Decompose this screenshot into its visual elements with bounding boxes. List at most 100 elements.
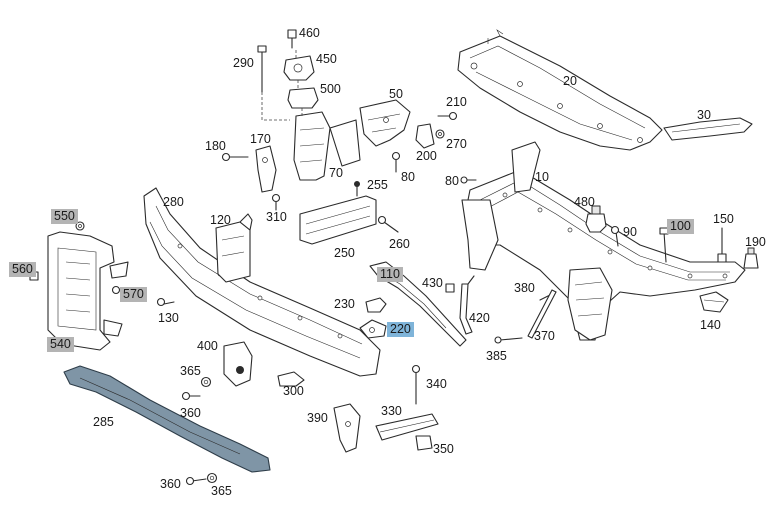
part-550-nut — [75, 221, 85, 231]
part-label-560: 560 — [9, 262, 36, 277]
part-230-mount — [365, 297, 387, 313]
part-80-bolt-b — [460, 176, 477, 184]
part-365-washer-upper — [200, 376, 212, 388]
part-label-150: 150 — [713, 212, 734, 226]
part-420-bracket — [459, 275, 475, 335]
part-label-310: 310 — [266, 210, 287, 224]
part-255-pin — [354, 181, 360, 197]
part-label-280: 280 — [163, 195, 184, 209]
part-label-350: 350 — [433, 442, 454, 456]
part-label-550: 550 — [51, 209, 78, 224]
part-450-mount — [283, 55, 315, 81]
part-label-540: 540 — [47, 337, 74, 352]
part-label-250: 250 — [334, 246, 355, 260]
part-370-strut — [527, 289, 557, 339]
part-label-140: 140 — [700, 318, 721, 332]
part-140-clip — [699, 291, 729, 313]
part-480-sensor — [585, 205, 607, 233]
part-260-bolt — [377, 215, 399, 233]
part-label-260: 260 — [389, 237, 410, 251]
part-label-450: 450 — [316, 52, 337, 66]
part-label-90: 90 — [623, 225, 637, 239]
part-10-front-carrier-frame — [461, 141, 746, 341]
part-460-bolt — [287, 29, 297, 49]
part-130-bolt — [156, 297, 175, 307]
part-500-mount — [287, 87, 319, 109]
part-70-bracket — [293, 111, 361, 181]
part-label-190: 190 — [745, 235, 766, 249]
part-430-clip — [445, 283, 455, 293]
part-label-430: 430 — [422, 276, 443, 290]
part-170-bracket — [255, 145, 277, 193]
part-30-bracket — [663, 117, 753, 141]
part-label-170: 170 — [250, 132, 271, 146]
part-label-50: 50 — [389, 87, 403, 101]
part-350-nut — [415, 435, 433, 451]
part-label-500: 500 — [320, 82, 341, 96]
part-label-385: 385 — [486, 349, 507, 363]
part-label-285: 285 — [93, 415, 114, 429]
part-330-tube — [375, 413, 439, 441]
part-120-bracket — [215, 213, 253, 283]
part-365-washer-lower — [206, 472, 218, 484]
part-385-bolt — [494, 336, 523, 344]
part-400-bracket — [223, 341, 253, 387]
part-200-clip — [415, 123, 435, 149]
part-label-180: 180 — [205, 139, 226, 153]
part-label-340: 340 — [426, 377, 447, 391]
part-label-130: 130 — [158, 311, 179, 325]
part-label-30: 30 — [697, 108, 711, 122]
part-250-reinforcement — [299, 195, 377, 245]
part-570-bolt — [111, 285, 121, 295]
part-210-bolt — [437, 111, 458, 121]
part-80-bolt-a — [391, 151, 401, 173]
part-100-bolt — [659, 227, 669, 263]
part-label-80-lower: 80 — [445, 174, 459, 188]
part-label-80-upper: 80 — [401, 170, 415, 184]
part-360-bolt-lower — [185, 476, 207, 486]
part-label-255: 255 — [367, 178, 388, 192]
part-180-bolt — [221, 152, 249, 162]
part-label-20: 20 — [563, 74, 577, 88]
part-285-lower-beam — [63, 365, 271, 473]
part-label-380: 380 — [514, 281, 535, 295]
part-190-mount — [743, 247, 759, 269]
part-label-330: 330 — [381, 404, 402, 418]
part-label-110: 110 — [377, 267, 403, 282]
part-label-70: 70 — [329, 166, 343, 180]
part-90-bolt — [610, 225, 620, 247]
part-label-210: 210 — [446, 95, 467, 109]
part-label-370: 370 — [534, 329, 555, 343]
part-label-230: 230 — [334, 297, 355, 311]
part-label-290: 290 — [233, 56, 254, 70]
part-220-bracket — [359, 319, 387, 339]
part-label-460: 460 — [299, 26, 320, 40]
part-label-570: 570 — [120, 287, 147, 302]
part-label-10: 10 — [535, 170, 549, 184]
part-label-300: 300 — [283, 384, 304, 398]
part-20-upper-cross-member — [457, 29, 663, 151]
part-label-400: 400 — [197, 339, 218, 353]
part-label-360-lower: 360 — [160, 477, 181, 491]
part-label-270: 270 — [446, 137, 467, 151]
part-360-bolt-upper — [181, 391, 201, 401]
part-label-365-upper: 365 — [180, 364, 201, 378]
part-label-200: 200 — [416, 149, 437, 163]
part-label-420: 420 — [469, 311, 490, 325]
part-280-bumper-beam — [143, 187, 381, 377]
part-label-480: 480 — [574, 195, 595, 209]
part-50-bracket — [359, 99, 411, 147]
part-390-bracket — [333, 403, 361, 453]
part-label-120: 120 — [210, 213, 231, 227]
part-label-100: 100 — [667, 219, 694, 234]
part-label-360-upper: 360 — [180, 406, 201, 420]
part-300-clip — [277, 371, 305, 387]
part-label-365-lower: 365 — [211, 484, 232, 498]
part-label-220: 220 — [387, 322, 414, 337]
part-290-long-bolt — [257, 45, 267, 93]
part-270-nut — [435, 129, 445, 139]
part-label-390: 390 — [307, 411, 328, 425]
part-310-bolt — [271, 193, 281, 211]
